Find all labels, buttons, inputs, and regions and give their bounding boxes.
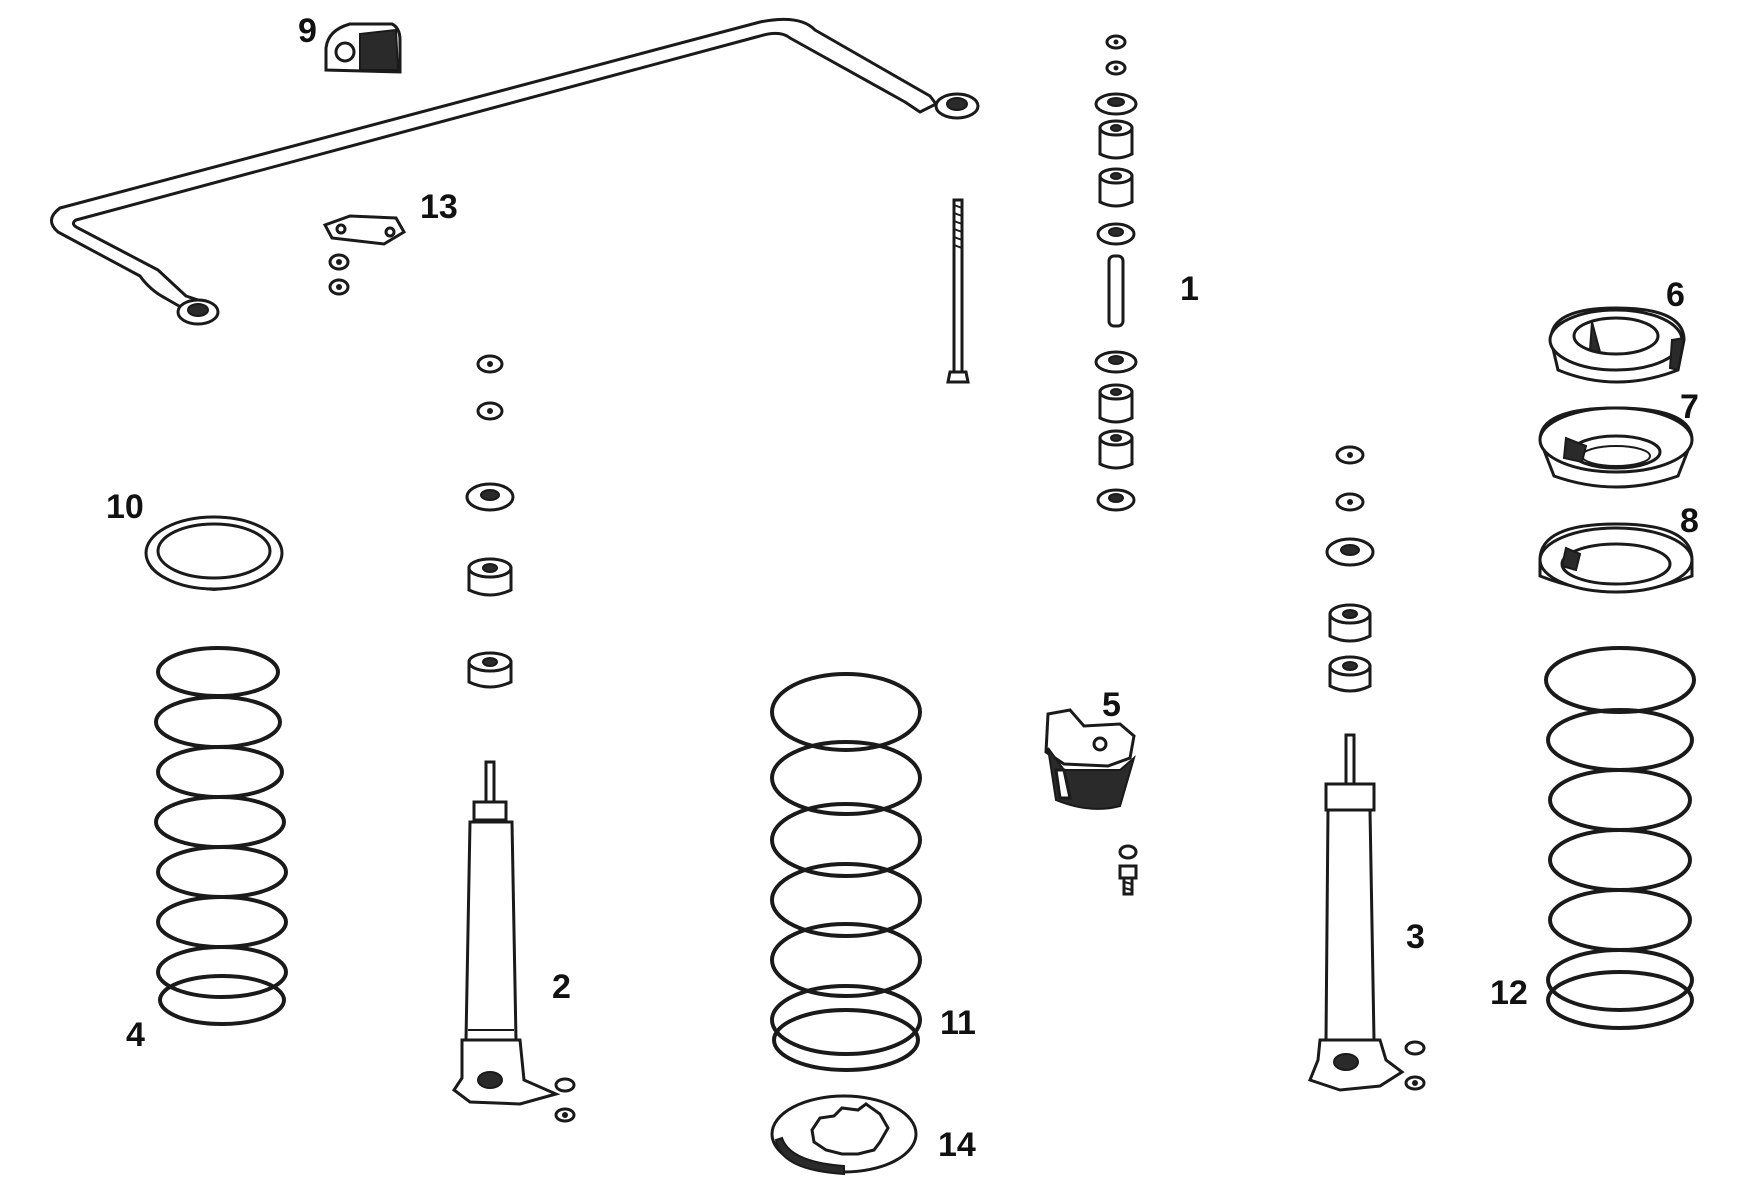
callout-11: 11: [940, 1004, 976, 1042]
coil-spring-right: [1544, 646, 1696, 1030]
rubber-mount: [1044, 708, 1138, 896]
shock-absorber-left: [451, 354, 576, 1123]
callout-4: 4: [126, 1016, 145, 1054]
coil-spring-center: [770, 672, 922, 1072]
callout-3: 3: [1406, 918, 1425, 956]
flat-spring-pad: [144, 515, 284, 592]
callout-13: 13: [420, 188, 458, 226]
sway-link-hardware-stack: [1094, 34, 1138, 512]
mounting-bracket-plate: [322, 214, 407, 296]
sway-bar-bushing: [324, 22, 402, 74]
spring-pad: [1538, 522, 1694, 594]
lower-spring-pad: [770, 1094, 918, 1176]
callout-2: 2: [552, 968, 571, 1006]
coil-spring-left: [154, 646, 288, 1026]
shock-absorber-right: [1308, 445, 1426, 1092]
callout-1: 1: [1180, 270, 1199, 308]
link-bolt: [946, 198, 970, 384]
callout-8: 8: [1680, 502, 1699, 540]
sway-bar: [50, 17, 980, 326]
callout-7: 7: [1680, 388, 1699, 426]
callout-10: 10: [106, 488, 144, 526]
callout-9: 9: [298, 12, 317, 50]
callout-6: 6: [1666, 276, 1685, 314]
upper-spring-seat: [1548, 306, 1686, 384]
callout-12: 12: [1490, 974, 1528, 1012]
spring-seat-ring: [1538, 406, 1694, 489]
callout-5: 5: [1102, 686, 1121, 724]
callout-14: 14: [938, 1126, 976, 1164]
